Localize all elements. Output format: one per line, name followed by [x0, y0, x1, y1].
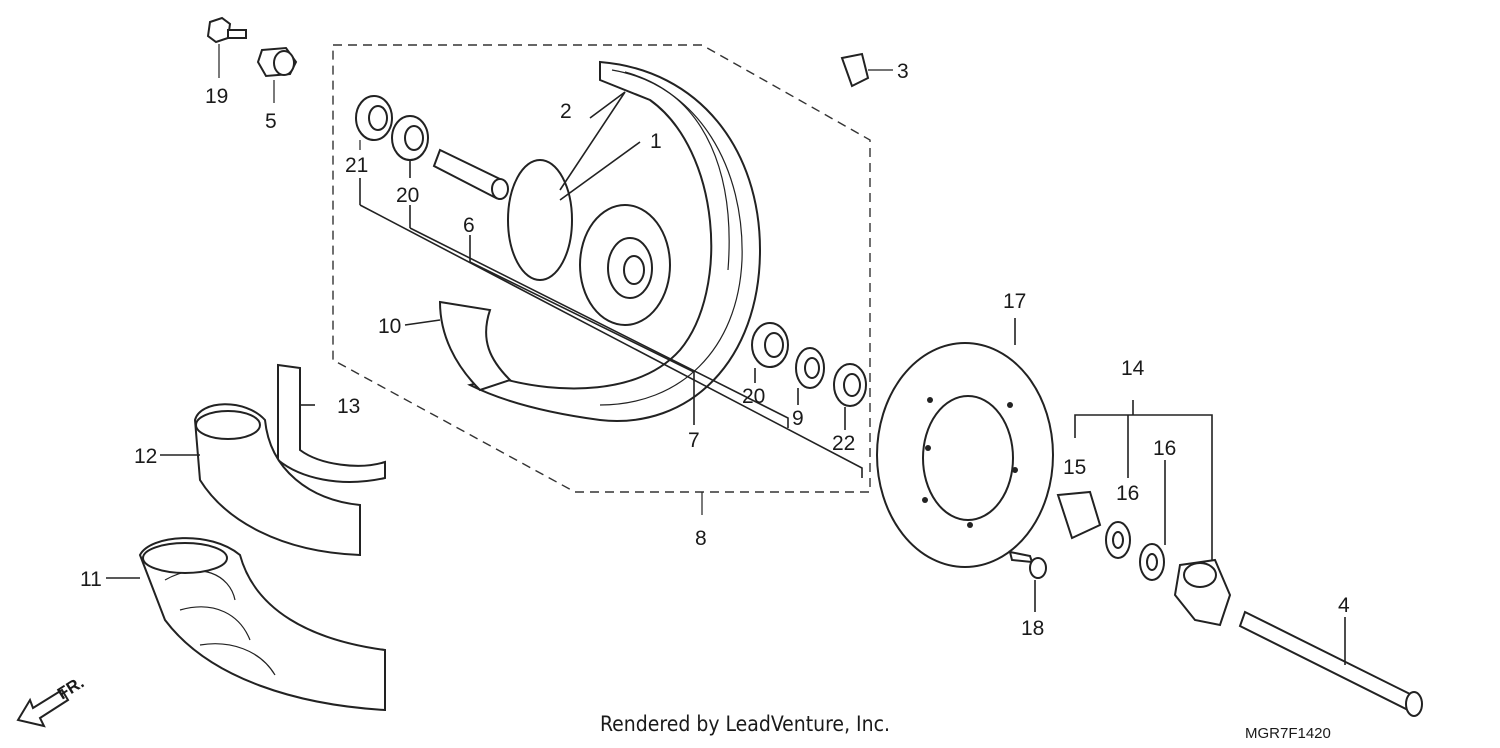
bolt-19: [206, 16, 247, 78]
label-17: 17: [1003, 290, 1026, 313]
part-labels: 19 5 3 2 1 21 20 6 10 20 9 22 7 8 13 12 …: [80, 60, 1350, 640]
label-16-a: 16: [1116, 482, 1139, 505]
label-20-right: 20: [742, 385, 765, 408]
washer-16-b: [1139, 543, 1165, 581]
distance-collar-6: [432, 148, 509, 200]
disc-bolt-18: [1008, 550, 1047, 579]
label-1: 1: [650, 130, 662, 153]
front-direction-indicator: FR.: [16, 673, 87, 728]
rim-band-13: [277, 363, 386, 483]
label-20-left: 20: [396, 184, 419, 207]
washer-16-a: [1105, 521, 1131, 559]
tube-12: [193, 403, 361, 557]
label-10: 10: [378, 315, 401, 338]
label-14: 14: [1121, 357, 1145, 380]
gear-15: [1056, 490, 1102, 540]
dust-seal-22: [833, 363, 867, 407]
label-15: 15: [1063, 456, 1086, 479]
balance-weight-10: [438, 300, 512, 392]
tire-11: [138, 537, 386, 712]
label-18: 18: [1021, 617, 1044, 640]
bearing-20-left: [391, 115, 429, 161]
label-19: 19: [205, 85, 228, 108]
leader-lines: [106, 91, 1346, 665]
label-22: 22: [832, 432, 855, 455]
collar-5: [256, 46, 298, 103]
brake-disc-17: [876, 342, 1054, 568]
label-7: 7: [688, 429, 700, 452]
label-2: 2: [560, 100, 572, 123]
render-credit: Rendered by LeadVenture, Inc.: [600, 712, 890, 736]
wheel-assembly-outline: [332, 44, 871, 515]
bearing-21: [355, 95, 393, 150]
speedometer-gearbox-14: [1173, 558, 1232, 627]
front-wheel-7: [467, 60, 762, 422]
label-3: 3: [897, 60, 909, 83]
front-arrow-icon: [16, 688, 70, 728]
label-9: 9: [792, 407, 804, 430]
label-5: 5: [265, 110, 277, 133]
label-12: 12: [134, 445, 157, 468]
label-6: 6: [463, 214, 475, 237]
label-13: 13: [337, 395, 360, 418]
label-8: 8: [695, 527, 707, 550]
label-11: 11: [80, 568, 102, 591]
label-21: 21: [345, 154, 368, 177]
bearing-20-right: [751, 322, 789, 368]
dust-seal-9: [795, 347, 825, 389]
label-16-b: 16: [1153, 437, 1176, 460]
front-axle-4: [1238, 610, 1423, 717]
diagram-code: MGR7F1420: [1245, 725, 1331, 742]
valve-cap-3: [840, 52, 893, 88]
label-4: 4: [1338, 594, 1350, 617]
